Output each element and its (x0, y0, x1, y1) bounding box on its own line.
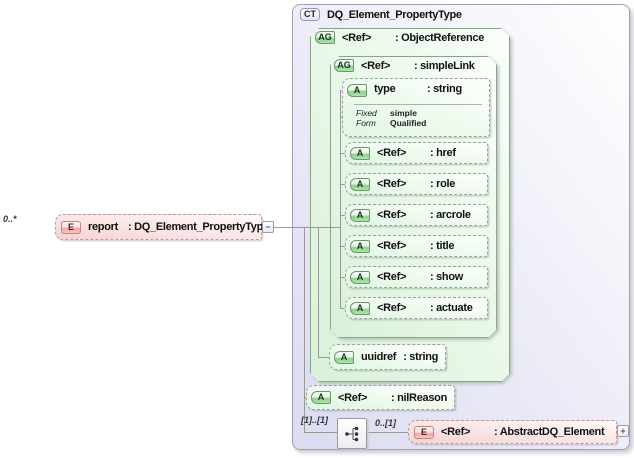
attribute-type-name: type (374, 83, 396, 95)
connector-trunk-ct (304, 227, 305, 432)
attribute-type: : actuate (430, 302, 473, 314)
facet-fixed-label: Fixed (356, 108, 377, 118)
attribute-badge: A (311, 391, 331, 404)
complex-type-header: CT DQ_Element_PropertyType (300, 8, 462, 21)
attribute-badge: A (350, 301, 370, 315)
connector-stub-role (340, 184, 345, 185)
attribute-type: : arcrole (430, 209, 471, 221)
element-cardinality: 0..[1] (375, 418, 397, 428)
attribute-group-badge: AG (334, 59, 354, 72)
attribute-badge: A (350, 146, 370, 160)
report-cardinality: 0..* (3, 214, 17, 224)
attribute-actuate-box[interactable]: A <Ref> : actuate (345, 297, 488, 319)
attribute-badge: A (350, 239, 370, 253)
attribute-badge: A (350, 177, 370, 191)
abstractdq-element-box[interactable]: E <Ref> : AbstractDQ_Element (408, 420, 617, 444)
connector-stub-uuidref (318, 357, 329, 358)
report-type: : DQ_Element_PropertyType (128, 221, 269, 233)
objectreference-group-header: AG <Ref> : ObjectReference (315, 31, 484, 44)
attribute-uuidref-box[interactable]: A uuidref : string (329, 344, 446, 370)
expand-toggle[interactable]: + (617, 425, 629, 437)
connector-stub-nilreason (304, 397, 307, 398)
attribute-name: <Ref> (377, 209, 407, 221)
attribute-show-box[interactable]: A <Ref> : show (345, 266, 488, 288)
facet-form-value: Qualified (390, 118, 427, 128)
attribute-type-box[interactable]: A type : string (342, 78, 490, 137)
simplelink-name: <Ref> (361, 59, 391, 72)
attribute-type: : role (430, 178, 456, 190)
attribute-type-type: : string (427, 83, 462, 95)
collapse-toggle[interactable]: − (262, 221, 274, 233)
element-type: : AbstractDQ_Element (494, 426, 605, 438)
attribute-name: uuidref (361, 351, 397, 363)
attribute-badge: A (350, 270, 370, 284)
attribute-badge: A (350, 208, 370, 222)
attribute-name: <Ref> (377, 178, 407, 190)
connector-stub-title (340, 246, 345, 247)
choice-compositor[interactable] (337, 418, 367, 449)
attribute-type: : show (430, 271, 464, 283)
attribute-group-badge: AG (315, 31, 335, 44)
facet-fixed-row: Fixed simple (356, 107, 417, 118)
element-badge: E (414, 425, 434, 439)
attribute-name: <Ref> (377, 302, 407, 314)
facet-form-row: Form Qualified (356, 117, 426, 128)
attribute-badge: A (347, 84, 367, 97)
attribute-type: : title (430, 240, 455, 252)
simplelink-type: : simpleLink (414, 59, 475, 72)
choice-left-cardinality: [1]..[1] (301, 415, 328, 425)
connector-stub-actuate (340, 308, 345, 309)
attribute-badge: A (334, 350, 354, 364)
objectreference-name: <Ref> (342, 31, 372, 44)
facet-fixed-value: simple (390, 108, 417, 118)
element-badge: E (61, 220, 81, 234)
connector-choice-to-element (367, 432, 408, 433)
attribute-href-box[interactable]: A <Ref> : href (345, 142, 488, 164)
choice-icon (345, 426, 359, 441)
attribute-type: : string (403, 351, 439, 363)
attribute-nilreason-box[interactable]: A <Ref> : nilReason (306, 385, 455, 410)
attribute-type: : nilReason (391, 391, 447, 404)
connector-stub-href (340, 153, 345, 154)
attribute-name: <Ref> (338, 391, 368, 404)
facet-form-label: Form (356, 118, 376, 128)
connector-trunk-simplelink (340, 90, 341, 308)
attribute-name: <Ref> (377, 271, 407, 283)
attribute-name: <Ref> (377, 147, 407, 159)
complex-type-title: DQ_Element_PropertyType (327, 8, 462, 21)
facet-separator (354, 104, 482, 105)
report-name: report (88, 221, 118, 233)
objectreference-type: : ObjectReference (395, 31, 485, 44)
connector-stub-choice (304, 432, 337, 433)
simplelink-group-header: AG <Ref> : simpleLink (334, 59, 475, 72)
connector-stub-show (340, 277, 345, 278)
connector-stub-arcrole (340, 215, 345, 216)
connector-main (274, 227, 340, 228)
complex-type-badge: CT (300, 8, 320, 21)
element-name: <Ref> (441, 426, 471, 438)
attribute-title-box[interactable]: A <Ref> : title (345, 235, 488, 257)
attribute-type: : href (430, 147, 456, 159)
attribute-arcrole-box[interactable]: A <Ref> : arcrole (345, 204, 488, 226)
connector-trunk-objectreference (318, 227, 319, 357)
attribute-name: <Ref> (377, 240, 407, 252)
report-element-box[interactable]: E report : DQ_Element_PropertyType (55, 214, 269, 240)
attribute-role-box[interactable]: A <Ref> : role (345, 173, 488, 195)
